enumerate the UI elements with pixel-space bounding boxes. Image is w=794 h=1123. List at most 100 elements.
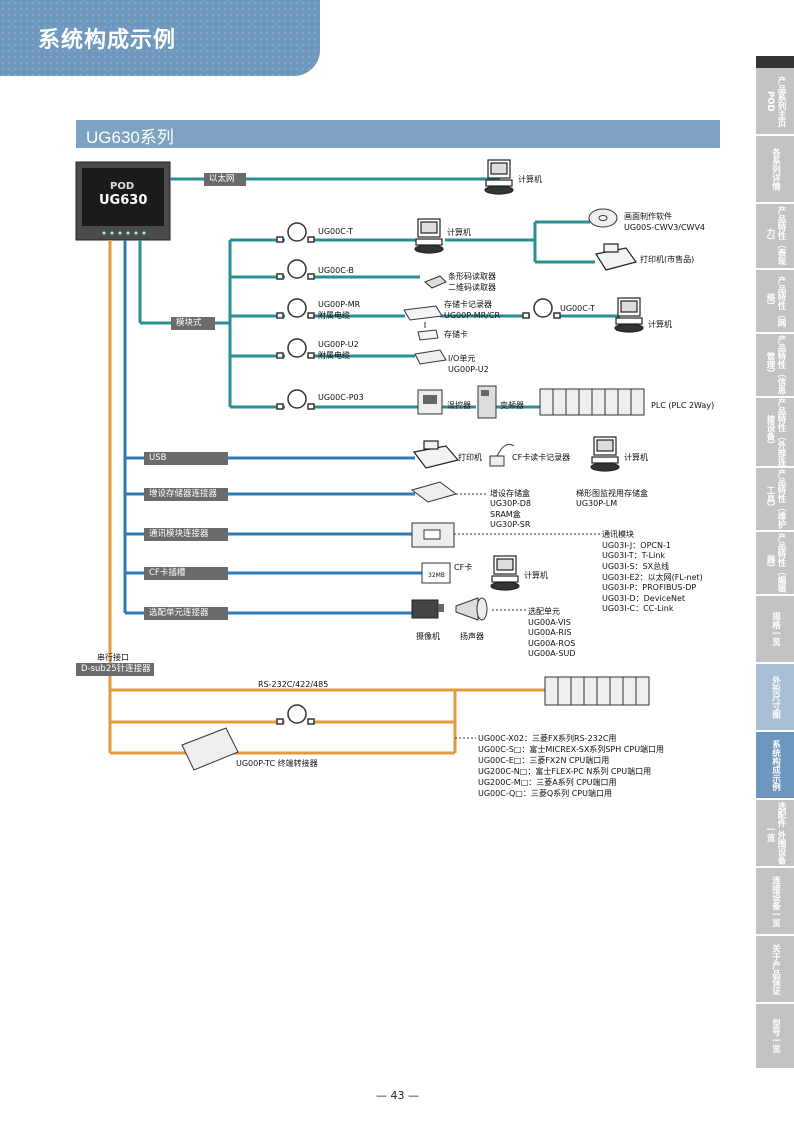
label-ladder-2: UG30P-LM [576,499,618,508]
option-unit-item: UG00A-VIS [528,618,571,627]
serial-port-label: 串行接口 [97,653,129,662]
label-usb-printer: 打印机 [458,453,482,462]
option-unit-item: UG00A-ROS [528,639,576,648]
serial-cable-item: UG00C-Q□：三菱Q系列 CPU端口用 [478,789,612,798]
label-card-recorder-1: 存储卡记录器 [444,300,492,309]
label-cf-reader: CF卡读卡记录器 [512,453,571,462]
side-nav-item-info-mgmt[interactable]: 产品特性（信息管理） [756,334,794,398]
label-printer-module: 打印机(市售品) [640,255,695,264]
label-software-2: UG00S-CWV3/CWV4 [624,223,706,232]
side-nav-item-expression[interactable]: 产品特性（表现力） [756,204,794,270]
bus-label-usb: USB [144,452,228,465]
camera-icon [411,599,444,619]
comm-module-item: UG03I-T：T-Link [602,551,666,560]
device-brand: POD [110,181,135,192]
label-io-unit-1: I/O单元 [448,354,476,363]
label-speaker: 扬声器 [460,632,484,641]
printer-icons [412,243,637,469]
side-nav-item-editor[interactable]: 产品特性（编辑器） [756,532,794,596]
side-nav-item-system-config[interactable]: 系统构成示例 [756,732,794,800]
bus-label-expansion-memory: 增设存储器连接器 [144,488,228,501]
option-unit-item: UG00A-RIS [528,628,572,637]
card-recorder-icon [403,305,443,341]
label-ug00p-mr-2: 附属电缆 [318,311,350,320]
label-usb-pc: 计算机 [624,453,648,462]
side-nav-item-models[interactable]: 型号一览 [756,1004,794,1070]
side-nav-item-warranty[interactable]: 关于产品保证 [756,936,794,1004]
software-disc-icon [588,208,618,228]
side-nav-item-series-detail[interactable]: 各系列详情 [756,136,794,204]
label-io-unit-2: UG00P-U2 [448,365,489,374]
comm-module-icon [411,522,455,548]
label-ug00p-mr-1: UG00P-MR [318,300,361,309]
side-nav-item-network[interactable]: 产品特性（网络） [756,270,794,334]
label-memory-card: 存储卡 [444,330,468,339]
serial-plc-icon [544,676,650,706]
computer-icons [414,159,644,591]
label-exp-mem-1: 增设存储盒 [490,489,530,498]
side-nav-top [756,56,794,68]
label-plc: PLC (PLC 2Way) [651,401,715,410]
device-model: UG630 [99,193,148,208]
option-unit-item: 选配单元 [528,607,560,616]
serial-cable-item: UG00C-E□：三菱FX2N CPU端口用 [478,756,610,765]
label-pc-module: 计算机 [447,228,471,237]
side-nav-item-external[interactable]: 产品特性（外部连接设备） [756,398,794,468]
serial-cable-item: UG00C-S□：富士MICREX-SX系列SPH CPU端口用 [478,745,665,754]
header-tab [0,0,320,76]
bus-label-dsub25: D-sub25针连接器 [76,663,154,676]
serial-cable-item: UG200C-M□：三菱A系列 CPU端口用 [478,778,617,787]
label-ladder-1: 梯形图监视用存储盒 [576,489,648,498]
io-unit-icon [414,349,447,365]
comm-module-item: UG03I-J：OPCN-1 [602,541,671,550]
expansion-memory-icon [410,481,458,503]
label-software-1: 画面制作软件 [624,212,672,221]
label-ug00c-t2: UG00C-T [560,304,595,313]
label-ug00c-p03: UG00C-P03 [318,393,364,402]
label-ug00p-u2-2: 附属电缆 [318,351,350,360]
side-nav-item-options[interactable]: 选配件 外围设备一览 [756,800,794,868]
label-cf-pc: 计算机 [524,571,548,580]
label-ug00p-u2-1: UG00P-U2 [318,340,359,349]
barcode-reader-icon [424,275,447,289]
label-inverter: 变频器 [500,401,524,410]
side-nav-item-maintenance[interactable]: 产品特性（维护工具） [756,468,794,532]
bus-label-module: 模块式 [171,317,215,330]
label-exp-mem-3: SRAM盒 [490,510,521,519]
label-ug00c-b: UG00C-B [318,266,354,275]
option-unit-item: UG00A-SUD [528,649,576,658]
side-nav-item-specs[interactable]: 规格一览 [756,596,794,664]
terminal-block-icon [181,727,239,771]
inverter-icon [477,385,497,419]
comm-module-item: UG03I-D：DeviceNet [602,594,686,603]
page-number: — 43 — [376,1089,419,1102]
label-exp-mem-2: UG30P-D8 [490,499,532,508]
bus-label-comm-module: 通讯模块连接器 [144,528,228,541]
ug630-unit [75,161,171,241]
comm-module-item: UG03I-P：PROFIBUS-DP [602,583,697,592]
label-pc-card: 计算机 [648,320,672,329]
bus-label-cf-slot: CF卡插槽 [144,567,228,580]
label-exp-mem-4: UG30P-SR [490,520,531,529]
page-title: 系统构成示例 [38,28,177,53]
cf-reader-icon [489,443,515,467]
side-nav-item-connect-devices[interactable]: 连接设备一览 [756,868,794,936]
label-pc-ethernet: 计算机 [518,175,542,184]
comm-module-item: UG03I-S：SX总线 [602,562,670,571]
label-terminal-block: UG00P-TC 终端转接器 [236,759,318,768]
label-cf-card-face: 32MB [428,572,445,579]
label-temp-controller: 温控器 [447,401,471,410]
comm-module-item: UG03I-C：CC-Link [602,604,674,613]
side-nav-item-dimensions[interactable]: 外形尺寸图 [756,664,794,732]
label-rs232: RS-232C/422/485 [258,680,329,689]
section-bar [76,120,720,148]
temp-controller-icon [417,389,443,415]
side-nav-item-series-home[interactable]: 产品系列主页 POD [756,68,794,136]
bus-label-ethernet: 以太网 [204,173,246,186]
bus-label-option-unit: 选配单元连接器 [144,607,228,620]
label-card-recorder-2: UG00P-MR/CR [444,311,501,320]
cable-coils [276,222,561,725]
serial-cable-item: UG200C-N□：富士FLEX-PC N系列 CPU端口用 [478,767,652,776]
label-cf-card: CF卡 [454,563,473,572]
